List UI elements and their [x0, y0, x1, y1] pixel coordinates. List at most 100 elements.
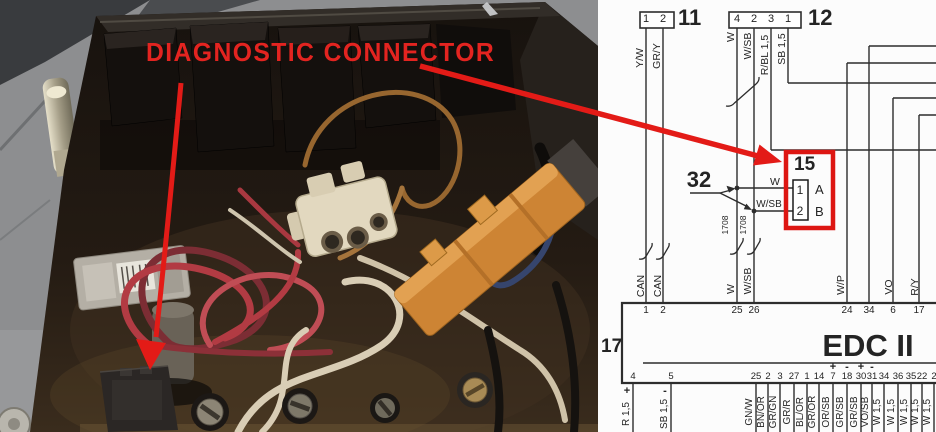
edc-top-pin: 6 — [890, 305, 896, 316]
connector11-box — [639, 11, 675, 29]
rim-sparkle — [482, 2, 498, 16]
polarity-mark: + — [623, 385, 631, 397]
connector15-box — [792, 179, 809, 221]
edc-bottom-pin: 4 — [630, 371, 636, 382]
edc-bottom-pin: 27 — [788, 371, 800, 382]
wire-label: R/Y — [908, 278, 921, 296]
background-line — [0, 199, 51, 241]
connector11-id: 11 — [678, 5, 702, 30]
edc-bottom-pin: 5 — [668, 371, 674, 382]
edc-top-pin: 34 — [863, 305, 875, 316]
wiring-diagram: 1 2 11 Y/W GR/Y CAN CAN 4 2 3 1 12 W W/S… — [598, 0, 936, 432]
connector15-highlight — [783, 149, 836, 231]
wire-label: SB 1,5 — [659, 398, 670, 430]
connector12-pin: 3 — [767, 13, 775, 25]
rim-highlight — [99, 7, 541, 23]
edc-top-pin: 17 — [913, 305, 925, 316]
edc-bottom-pin: 30 — [855, 371, 867, 382]
wire-label: CAN — [651, 274, 664, 298]
edc-top-pin: 2 — [660, 305, 666, 316]
edc-bottom-pin: 18 — [841, 371, 853, 382]
junction-dot — [734, 185, 740, 191]
wire-label: OR/SB — [821, 396, 832, 428]
connector12-pin: 4 — [733, 13, 741, 25]
wire-label: VO/SB — [860, 396, 871, 428]
polarity-mark: + — [857, 361, 865, 373]
edc-bottom-pin: 14 — [813, 371, 825, 382]
edc-title: EDC II — [822, 328, 914, 363]
wire-label: W 1,5 — [886, 398, 897, 426]
photo-caption: DIAGNOSTIC CONNECTOR — [146, 37, 496, 67]
arrowhead — [726, 185, 736, 193]
standoff-top — [152, 302, 194, 318]
wire-label: CAN — [634, 274, 647, 298]
edc-bottom-pin: 22 — [916, 371, 928, 382]
wire-label: VO — [882, 279, 895, 295]
connector15-pin: 2 — [796, 204, 804, 218]
edc-bottom-pin: 7 — [830, 371, 836, 382]
connector15-id: 15 — [794, 154, 816, 175]
connector15-letter: B — [815, 204, 824, 219]
connector11-pin: 1 — [642, 13, 650, 25]
node32-id: 32 — [686, 167, 712, 192]
edc-top-pin: 25 — [731, 305, 743, 316]
connector15-letter: A — [815, 182, 824, 197]
edc-bottom-pin: 3 — [777, 371, 783, 382]
arrowhead — [743, 203, 752, 210]
edc-bottom-pin: 34 — [878, 371, 890, 382]
wire-label: Y/W — [633, 48, 646, 68]
wire-label: W 1,5 — [872, 398, 883, 426]
fusebox-rim — [96, 2, 560, 32]
wire-label: GR/GN — [768, 395, 779, 429]
edc-bottom-pin: 36 — [892, 371, 904, 382]
polarity-mark: + — [829, 361, 837, 373]
wire-label: R 1,5 — [621, 402, 632, 426]
edc-top-pin: 24 — [841, 305, 853, 316]
edc-top-pin: 1 — [643, 305, 649, 316]
inline-connector-label: 1708 — [719, 215, 730, 235]
connector12-pin: 1 — [784, 13, 792, 25]
connector12-box — [728, 11, 802, 29]
polarity-mark: - — [870, 361, 874, 373]
wire-label: W — [724, 284, 737, 294]
edc-box — [620, 301, 936, 385]
connector15-pin: 1 — [796, 183, 804, 197]
edc-bottom-pin: 2 — [765, 371, 771, 382]
wire-label: BL/OR — [795, 396, 806, 428]
white-connector — [286, 161, 398, 257]
polarity-mark: - — [845, 361, 849, 373]
connector12-pin: 2 — [750, 13, 758, 25]
floor-edge — [80, 424, 600, 432]
bolt-center — [8, 418, 20, 430]
wire-label: BN/OR — [756, 396, 767, 428]
wire-label: W/P — [834, 275, 847, 295]
wire-label: GR/SB — [849, 396, 860, 428]
connector11-pin: 2 — [659, 13, 667, 25]
polarity-mark: - — [663, 385, 667, 397]
edc-top-pin: 26 — [748, 305, 760, 316]
edc-id: 17 — [601, 336, 623, 357]
wire-label: GN/W — [744, 398, 755, 426]
wire-label: W 1,5 — [899, 398, 910, 426]
inline-connector-label: 1708 — [737, 215, 748, 235]
wire-label: W/SB — [741, 267, 754, 295]
junction-dot — [751, 208, 757, 214]
wire-label: W — [770, 176, 780, 188]
wire-label: R/BL 1,5 — [758, 34, 771, 76]
wire-label: GR/Y — [650, 43, 663, 69]
edc-bottom-pin: 31 — [866, 371, 878, 382]
wire-label: W 1,5 — [922, 398, 933, 426]
wire-label: GR/OR — [807, 395, 818, 429]
wire-label: W/SB — [756, 199, 782, 210]
orange-connector — [394, 138, 600, 336]
wire-label: W/SB — [741, 32, 754, 60]
screw-terminals — [191, 372, 493, 431]
wire-label: W — [724, 32, 737, 42]
wire-label: GR/R — [782, 399, 793, 425]
edc-bottom-pin: 1 — [804, 371, 810, 382]
diagnostic-connector — [99, 365, 178, 432]
edc-bottom-pin: 2 — [931, 371, 936, 382]
wire-label: SB 1,5 — [775, 33, 788, 65]
wire-label: W 1,5 — [910, 398, 921, 426]
